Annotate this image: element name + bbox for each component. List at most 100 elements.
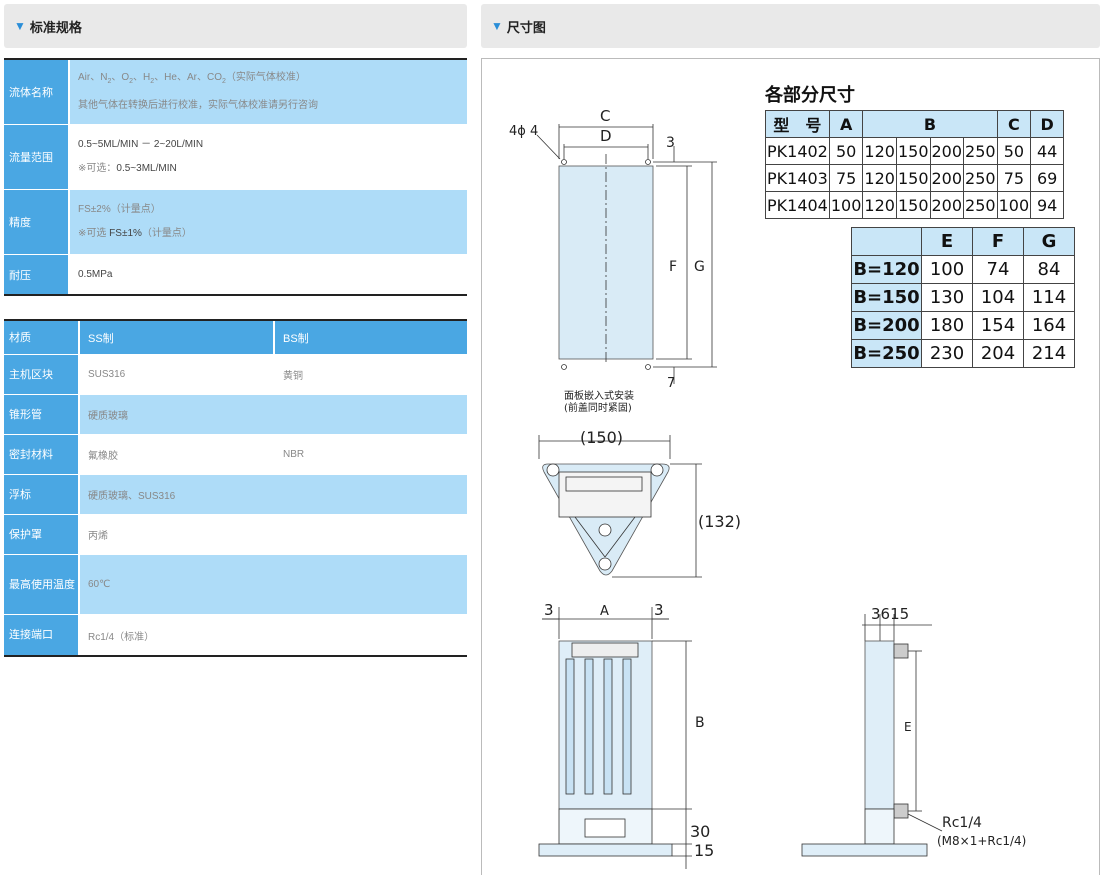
side-dim-label: 3615 <box>871 605 909 623</box>
table-header-cell: 型 号 <box>765 110 830 138</box>
dim-3-right-label: 3 <box>654 601 664 619</box>
port-label: Rc1/4 <box>942 815 982 831</box>
table-cell: 94 <box>1030 191 1065 219</box>
table-cell: 84 <box>1023 255 1075 284</box>
material-label: 保护罩 <box>4 515 78 554</box>
dim-3-left-label: 3 <box>544 601 554 619</box>
table-header-cell: B <box>862 110 998 138</box>
dim-a-label: A <box>600 604 609 619</box>
dimension-table-efg: E F G B=120 100 74 84 B=150 130 104 114 … <box>851 227 1075 368</box>
table-header-cell: C <box>996 110 1032 138</box>
table-header-row: 型 号 A B C D <box>765 110 1065 138</box>
table-cell: 204 <box>972 339 1024 368</box>
material-ss: 60℃ <box>80 555 467 614</box>
dimension-drawing: 4ϕ 4 C D 3 F G 7 面板嵌入式安装 (前盖同时紧固) (150) … <box>481 58 1100 875</box>
material-label: 最高使用温度 <box>4 555 78 614</box>
material-header-cell: 材质 <box>4 321 78 354</box>
table-cell: 75 <box>828 164 864 192</box>
table-cell: 230 <box>921 339 973 368</box>
dim-30-label: 30 <box>690 822 710 841</box>
table-cell: 180 <box>921 311 973 340</box>
dim-150-label: (150) <box>580 428 623 447</box>
spec-label: 精度 <box>4 190 68 254</box>
table-cell: 200 <box>929 164 965 192</box>
table-row: PK1403 75 120 150 200 250 75 69 <box>765 164 1065 192</box>
table-cell: 69 <box>1030 164 1065 192</box>
dim-g-label: G <box>694 259 705 275</box>
table-header-cell: G <box>1023 227 1075 256</box>
spec-label: 流量范围 <box>4 125 68 189</box>
table-cell: 114 <box>1023 283 1075 312</box>
table-cell: 250 <box>963 191 998 219</box>
table-cell: 150 <box>895 191 931 219</box>
material-table: 材质 SS制 BS制 主机区块 SUS316 黄铜 锥形管 硬质玻璃 密封材料 … <box>4 319 467 657</box>
table-cell: B=120 <box>851 255 922 284</box>
table-row: PK1402 50 120 150 200 250 50 44 <box>765 137 1065 165</box>
table-cell: 150 <box>895 137 931 165</box>
material-label: 主机区块 <box>4 355 78 394</box>
material-row: 保护罩 丙烯 <box>4 515 467 555</box>
dim-b-label: B <box>695 715 705 731</box>
spec-row-accuracy: 精度 FS±2%（计量点） ※可选 FS±1%（计量点） <box>4 190 467 255</box>
table-row: PK1404 100 120 150 200 250 100 94 <box>765 191 1065 219</box>
material-header-row: 材质 SS制 BS制 <box>4 321 467 355</box>
table-cell: 200 <box>929 137 965 165</box>
spec-row-fluid: 流体名称 Air、N2、O2、H2、He、Ar、CO2（实际气体校准） 其他气体… <box>4 60 467 125</box>
material-label: 锥形管 <box>4 395 78 434</box>
table-header-cell: F <box>972 227 1024 256</box>
table-header-row: E F G <box>851 227 1075 256</box>
material-row: 连接端口 Rc1/4（标准） <box>4 615 467 655</box>
material-label: 连接端口 <box>4 615 78 655</box>
table-cell: 200 <box>929 191 965 219</box>
table-header-cell: A <box>828 110 864 138</box>
spec-label: 流体名称 <box>4 60 68 124</box>
dim-c-label: C <box>600 107 610 125</box>
material-label: 密封材料 <box>4 435 78 474</box>
material-row: 主机区块 SUS316 黄铜 <box>4 355 467 395</box>
table-cell: PK1404 <box>765 191 830 219</box>
spec-value: FS±2%（计量点） ※可选 FS±1%（计量点） <box>70 190 467 254</box>
table-header-cell <box>851 227 922 256</box>
drawing-caption: 面板嵌入式安装 <box>564 389 634 402</box>
spec-table: 流体名称 Air、N2、O2、H2、He、Ar、CO2（实际气体校准） 其他气体… <box>4 58 467 296</box>
table-cell: 130 <box>921 283 973 312</box>
triangle-down-icon: ▼ <box>491 19 503 33</box>
table-cell: 104 <box>972 283 1024 312</box>
table-cell: PK1403 <box>765 164 830 192</box>
table-cell: 154 <box>972 311 1024 340</box>
table-cell: B=150 <box>851 283 922 312</box>
fluid-note: 其他气体在转换后进行校准，实际气体校准请另行咨询 <box>78 100 318 111</box>
dimension-panel-title: 尺寸图 <box>506 19 546 35</box>
table-cell: 100 <box>921 255 973 284</box>
material-ss: 硬质玻璃、SUS316 <box>80 475 467 514</box>
range-value: 0.5~5ML/MIN － 2~20L/MIN <box>78 139 204 150</box>
spec-row-pressure: 耐压 0.5MPa <box>4 255 467 294</box>
drawing-caption: (前盖同时紧固) <box>564 401 632 414</box>
material-ss: 硬质玻璃 <box>80 395 467 434</box>
technical-drawing: 4ϕ 4 C D 3 F G 7 面板嵌入式安装 (前盖同时紧固) (150) … <box>509 107 1026 869</box>
table-cell: 250 <box>963 137 998 165</box>
dim-f-label: F <box>669 259 677 275</box>
dim-132-label: (132) <box>698 512 741 531</box>
material-label: 浮标 <box>4 475 78 514</box>
material-ss: Rc1/4（标准） <box>80 615 467 655</box>
material-ss: 丙烯 <box>80 515 467 554</box>
material-bs: 黄铜 <box>275 355 467 394</box>
accuracy-option: ※可选 FS±1%（计量点） <box>78 228 192 239</box>
table-cell: B=200 <box>851 311 922 340</box>
table-cell: 214 <box>1023 339 1075 368</box>
dim-3-label: 3 <box>666 135 675 151</box>
spec-panel-header: ▼ 标准规格 <box>4 4 467 48</box>
material-row: 浮标 硬质玻璃、SUS316 <box>4 475 467 515</box>
table-cell: 164 <box>1023 311 1075 340</box>
pressure-value: 0.5MPa <box>78 268 113 280</box>
table-cell: B=250 <box>851 339 922 368</box>
table-cell: 44 <box>1030 137 1065 165</box>
material-row: 最高使用温度 60℃ <box>4 555 467 615</box>
spec-label: 耐压 <box>4 255 68 294</box>
dim-e-label: E <box>904 720 912 734</box>
table-header-cell: E <box>921 227 973 256</box>
port-detail-label: (M8×1+Rc1/4) <box>937 834 1026 848</box>
table-row: B=250 230 204 214 <box>851 339 1075 368</box>
spec-panel-title: 标准规格 <box>29 19 82 35</box>
